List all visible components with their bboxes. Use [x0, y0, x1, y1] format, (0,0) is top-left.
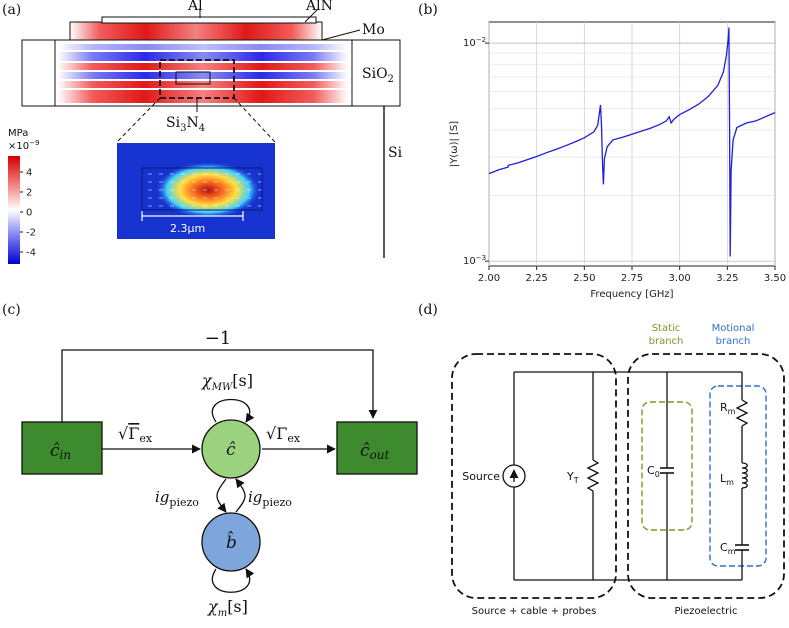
colorbar-tick-label: 4: [26, 168, 32, 179]
x-tick-label: 2.75: [621, 273, 643, 284]
group-source: [451, 353, 617, 599]
label-si: Si: [388, 145, 403, 161]
x-tick-label: 3.25: [716, 273, 738, 284]
node-c-out: [336, 421, 418, 475]
x-ticks: 2.00 2.25 2.50 2.75 3.00 3.25 3.50: [478, 266, 786, 284]
label-al: Al: [187, 0, 203, 14]
label-si3n4: Si3N4: [166, 115, 205, 134]
motional-title-2: branch: [716, 336, 751, 347]
motional-branch-box: [709, 385, 767, 567]
g-piezo-left: igpiezo: [155, 488, 199, 509]
aln-layer: [69, 21, 323, 41]
colorbar-tick-label: 0: [26, 208, 32, 219]
mo-pointer: [321, 29, 361, 41]
colorbar: [8, 156, 20, 264]
yt-resistor-icon: [586, 459, 600, 492]
colorbar-tick-label: 2: [26, 188, 32, 199]
colorbar-exponent: ×10−9: [8, 139, 39, 152]
panel-a: (a) Al AlN Mo SiO2 Si Si3N4: [2, 0, 403, 264]
caption-piezo-group: Piezoelectric: [675, 606, 738, 617]
x-tick-label: 2.25: [526, 273, 548, 284]
stress-band: [58, 90, 348, 103]
node-c-in: [21, 421, 103, 475]
static-title-1: Static: [652, 323, 681, 334]
feedback-arrow: [61, 349, 378, 422]
zoom-line-right: [233, 97, 276, 143]
x-tick-label: 3.00: [669, 273, 691, 284]
scale-bar-label: 2.3μm: [170, 222, 205, 235]
lm-inductor-icon: [741, 462, 748, 489]
source-label: Source: [462, 470, 500, 483]
gamma-out-label: √Γex: [266, 424, 301, 445]
zoom-core-outline: [141, 167, 263, 211]
y-ticks: 10−3 10−2: [463, 36, 489, 267]
chi-mw-label: χMW[s]: [201, 371, 253, 393]
g-piezo-right: igpiezo: [248, 488, 292, 509]
node-c-in-label: ĉin: [50, 441, 71, 462]
stress-band: [58, 44, 348, 50]
aln-pointer: [304, 8, 319, 23]
node-c-label: ĉ: [226, 440, 236, 460]
zoom-line-left: [116, 97, 161, 143]
panel-c: (c) −1 √Γex √Γex ĉin ĉout ĉ b̂ χMW[s] χm…: [2, 302, 418, 619]
panel-label-d: (d): [418, 302, 438, 318]
node-b: [201, 512, 261, 572]
stress-field: [58, 44, 348, 103]
lm-label: Lm: [720, 472, 734, 487]
panel-d: (d) Static branch Motional branch Source…: [418, 302, 785, 617]
si3n4-core: [175, 71, 211, 85]
coupling-down: [216, 478, 227, 513]
yt-label: YT: [566, 470, 579, 485]
colorbar-tick-label: -2: [26, 228, 36, 239]
displacement-arrows: [148, 173, 262, 207]
colorbar-tick-label: -4: [26, 248, 36, 259]
label-sio2: SiO2: [362, 66, 394, 85]
panel-label-a: (a): [2, 2, 21, 18]
label-mo: Mo: [362, 22, 385, 38]
stress-band: [58, 72, 348, 79]
coupling-up: [235, 478, 246, 513]
caption-source-group: Source + cable + probes: [472, 606, 597, 617]
rm-label: Rm: [720, 401, 736, 416]
x-axis-label: Frequency [GHz]: [590, 289, 673, 300]
colorbar-unit: MPa: [8, 128, 28, 139]
admittance-series: [488, 27, 776, 257]
static-branch-box: [641, 401, 693, 531]
stress-band: [58, 63, 348, 70]
motional-title-1: Motional: [712, 323, 755, 334]
node-c-out-label: ĉout: [360, 441, 389, 462]
mode-profile: [156, 162, 260, 218]
y-tick-label: 10−3: [463, 254, 486, 267]
c0-label: C0: [647, 464, 660, 479]
node-c: [201, 419, 261, 479]
cm-label: Cm: [720, 541, 736, 556]
panel-label-b: (b): [418, 2, 438, 18]
y-axis-label: |Y(ω)| [S]: [449, 121, 460, 167]
stress-band: [58, 52, 348, 61]
group-piezo: [627, 353, 785, 599]
y-tick-label: 10−2: [463, 36, 486, 49]
self-loop-c: [212, 398, 255, 423]
node-b-label: b̂: [226, 531, 237, 553]
plot-grid: [488, 22, 776, 266]
chi-m-label: χm[s]: [207, 597, 248, 619]
x-tick-label: 2.00: [478, 273, 500, 284]
x-tick-label: 3.50: [764, 273, 786, 284]
colorbar-ticks: 4 2 0 -2 -4: [20, 168, 36, 259]
label-aln: AlN: [305, 0, 333, 14]
rm-resistor-icon: [735, 399, 749, 427]
static-title-2: branch: [649, 336, 684, 347]
panel-label-c: (c): [2, 302, 21, 318]
x-tick-label: 2.50: [573, 273, 595, 284]
feedback-label: −1: [205, 328, 232, 349]
self-loop-b: [212, 568, 255, 593]
al-electrode: [101, 16, 317, 24]
gamma-in-label: √Γex: [118, 424, 153, 445]
